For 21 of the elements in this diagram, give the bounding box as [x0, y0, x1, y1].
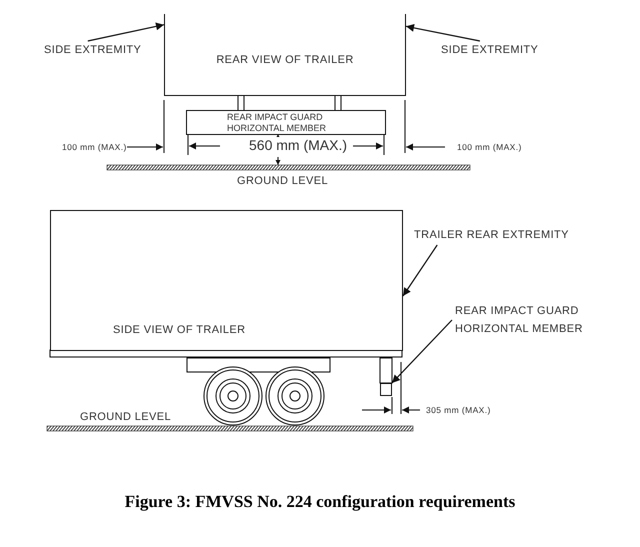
dimension-text: 305 mm (MAX.)	[426, 404, 491, 417]
ground-label: GROUND LEVEL	[80, 411, 171, 424]
dimension-text: 100 mm (MAX.)	[62, 141, 127, 154]
callout-text: SIDE EXTREMITY	[441, 44, 538, 57]
view-title: REAR VIEW OF TRAILER	[215, 54, 355, 67]
caption: Figure 3: FMVSS No. 224 configuration requirements	[124, 492, 516, 512]
callout-text: TRAILER REAR EXTREMITY	[414, 229, 569, 242]
leader-line	[88, 22, 164, 42]
dimension-text: 100 mm (MAX.)	[457, 141, 522, 154]
guard-member-bar	[186, 110, 386, 135]
trailer-rear-outline	[164, 14, 406, 96]
leader-line	[392, 320, 452, 384]
trailer-side-outline	[50, 210, 403, 351]
callout-text: REAR IMPACT GUARD HORIZONTAL MEMBER	[455, 302, 605, 338]
view-title: SIDE VIEW OF TRAILER	[113, 324, 246, 337]
guard-block	[380, 383, 392, 396]
leader-line	[406, 24, 480, 42]
leader-line	[402, 244, 438, 296]
ground-label: GROUND LEVEL	[237, 175, 328, 188]
callout-text: SIDE EXTREMITY	[44, 44, 142, 57]
part-name: REAR IMPACT GUARD HORIZONTAL MEMBER	[227, 112, 328, 134]
